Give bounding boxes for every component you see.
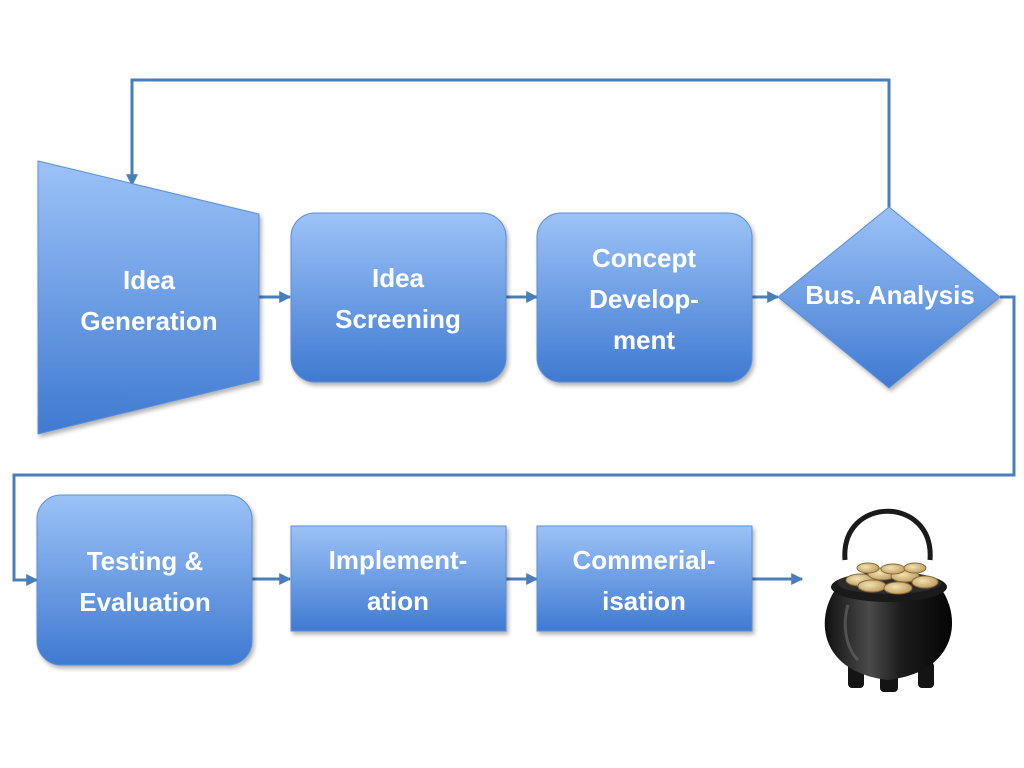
concept-development-line2: Develop- [589,284,699,314]
arrow-analysis-to-testing [12,295,1016,586]
node-concept-development: Concept Develop- ment [536,212,753,383]
node-idea-generation: Idea Generation [37,160,260,435]
testing-evaluation-line1: Testing & [87,546,204,576]
gold-coins [845,562,939,595]
concept-development-line1: Concept [592,243,696,273]
concept-development-line3: ment [613,325,675,355]
connectors [12,78,1016,586]
pot-of-gold-icon [824,508,953,692]
idea-generation-line2: Generation [80,306,217,336]
node-idea-screening: Idea Screening [290,212,507,383]
commercialisation-line2: isation [602,586,686,616]
idea-screening-line1: Idea [372,263,425,293]
commercialisation-line1: Commerial- [572,545,715,575]
idea-generation-line1: Idea [123,265,176,295]
node-bus-analysis: Bus. Analysis [777,206,1001,389]
bus-analysis-label: Bus. Analysis [805,280,975,310]
node-testing-evaluation: Testing & Evaluation [36,494,253,666]
implementation-line1: Implement- [329,545,468,575]
loop-back-arrow [126,78,891,208]
implementation-line2: ation [367,586,429,616]
idea-screening-line2: Screening [335,304,461,334]
node-implementation: Implement- ation [290,525,507,632]
testing-evaluation-line2: Evaluation [79,587,210,617]
node-commercialisation: Commerial- isation [536,525,753,632]
